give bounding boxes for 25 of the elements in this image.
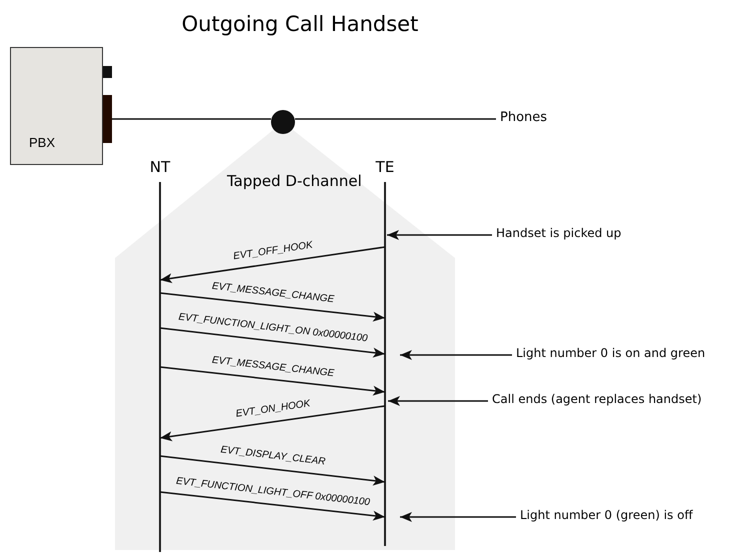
annotation-text: Phones xyxy=(500,110,548,125)
annotation-text: Light number 0 is on and green xyxy=(516,346,706,360)
pointer-arrow xyxy=(400,350,512,360)
tap-point xyxy=(271,110,295,134)
message-arrow xyxy=(160,292,386,322)
message-arrow xyxy=(160,327,386,358)
annotation-text: Call ends (agent replaces handset) xyxy=(492,392,702,406)
diagram-title: Outgoing Call Handset xyxy=(180,12,420,36)
region-label: Tapped D-channel xyxy=(227,172,362,190)
message-arrow xyxy=(160,491,386,521)
lifeline-label: NT xyxy=(148,158,172,176)
annotation-text: Light number 0 (green) is off xyxy=(520,508,693,522)
pointer-arrow xyxy=(387,230,492,240)
pointer-arrow xyxy=(400,512,516,522)
message-arrow xyxy=(160,455,386,486)
annotation-text: Handset is picked up xyxy=(496,226,622,240)
pointer-arrow xyxy=(388,396,488,406)
message-arrow xyxy=(160,246,386,284)
message-arrow xyxy=(160,405,386,442)
device-label: PBX xyxy=(29,135,56,150)
pbx-box xyxy=(10,47,103,165)
lifeline-label: TE xyxy=(374,158,396,176)
message-arrow xyxy=(160,366,386,396)
line xyxy=(295,118,496,120)
line xyxy=(112,118,271,120)
